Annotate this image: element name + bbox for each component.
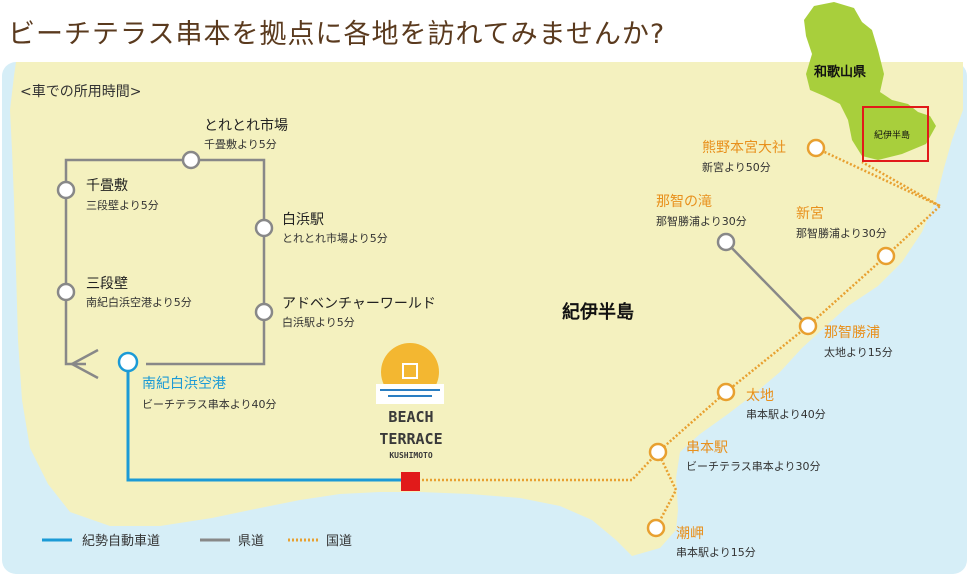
stop-kushimoto-st-time: ビーチテラス串本より30分 xyxy=(686,459,821,473)
logo-line2: TERRACE xyxy=(379,430,442,448)
stop-shirahama-marker xyxy=(254,218,274,238)
stop-senjojiki-name: 千畳敷 xyxy=(86,178,128,194)
stop-shingu-name: 新宮 xyxy=(796,206,824,222)
inset-map: 和歌山県 紀伊半島 xyxy=(804,2,936,162)
coastal-national-route xyxy=(410,146,943,482)
land-area xyxy=(10,62,963,556)
inset-prefecture-label: 和歌山県 xyxy=(814,64,866,80)
stop-shionomisaki-time: 串本駅より15分 xyxy=(676,545,756,559)
stop-taiji-time: 串本駅より40分 xyxy=(746,407,826,421)
stop-torere-name: とれとれ市場 xyxy=(204,117,288,134)
stop-airport-name: 南紀白浜空港 xyxy=(142,376,226,392)
legend-national-label: 国道 xyxy=(326,534,352,549)
inset-leader-line xyxy=(861,160,941,208)
stop-katsuura-name: 那智勝浦 xyxy=(824,325,880,341)
stop-senjojiki-marker xyxy=(56,180,76,200)
stop-kumano-marker xyxy=(806,138,826,158)
stop-shirahama-time: とれとれ市場より5分 xyxy=(282,231,388,245)
nachi-falls-branch xyxy=(725,241,809,327)
stop-shirahama-name: 白浜駅 xyxy=(282,212,324,228)
stop-sandanbeki-time: 南紀白浜空港より5分 xyxy=(86,295,192,309)
stop-adventure-marker xyxy=(254,302,274,322)
legend-expressway-label: 紀勢自動車道 xyxy=(82,534,160,549)
gray-stop-markers xyxy=(56,150,736,322)
logo-line1: BEACH xyxy=(388,408,433,426)
stop-torere-time: 千畳敷より5分 xyxy=(204,137,277,151)
stop-shionomisaki-name: 潮岬 xyxy=(676,526,704,542)
headline: ビーチテラス串本を拠点に各地を訪れてみませんか? xyxy=(8,19,666,50)
stop-katsuura-marker xyxy=(798,316,818,336)
inset-box-label: 紀伊半島 xyxy=(874,129,910,141)
stop-sandanbeki-marker xyxy=(56,282,76,302)
orange-stop-markers xyxy=(646,138,896,538)
section-title: <車での所用時間> xyxy=(20,83,141,100)
national-roads xyxy=(410,146,943,529)
stop-shionomisaki-marker xyxy=(646,518,666,538)
stop-adventure-time: 白浜駅より5分 xyxy=(282,315,355,329)
stop-nachi-falls-name: 那智の滝 xyxy=(656,194,712,210)
logo-line3: KUSHIMOTO xyxy=(389,451,433,460)
stop-airport-marker xyxy=(117,351,139,373)
stop-airport-time: ビーチテラス串本より40分 xyxy=(142,397,277,411)
loop-arrowhead xyxy=(69,348,99,380)
stop-nachi-falls-time: 那智勝浦より30分 xyxy=(656,214,747,228)
inset-highlight-box xyxy=(862,106,929,162)
stop-adventure-name: アドベンチャーワールド xyxy=(282,296,436,312)
stop-sandanbeki-name: 三段壁 xyxy=(86,276,128,292)
stop-kushimoto-st-name: 串本駅 xyxy=(686,440,728,456)
logo-sea-band xyxy=(376,384,444,404)
stop-torere-marker xyxy=(181,150,201,170)
logo-window xyxy=(402,363,418,379)
prefectural-roads xyxy=(64,158,809,380)
shirahama-loop-route xyxy=(64,158,266,366)
region-label: 紀伊半島 xyxy=(562,301,634,323)
stop-shingu-marker xyxy=(876,246,896,266)
beach-terrace-logo: BEACH TERRACE KUSHIMOTO xyxy=(376,343,444,460)
stop-kumano-time: 新宮より50分 xyxy=(702,160,771,174)
expressway-route xyxy=(126,362,410,482)
stop-taiji-name: 太地 xyxy=(746,388,774,404)
stop-katsuura-time: 太地より15分 xyxy=(824,346,893,359)
inset-prefecture-shape xyxy=(804,2,936,160)
stop-nachi-falls-marker xyxy=(716,232,736,252)
legend: 紀勢自動車道 県道 国道 xyxy=(42,534,352,549)
stop-kushimoto-st-marker xyxy=(648,442,668,462)
legend-prefectural-label: 県道 xyxy=(238,534,264,549)
stop-shingu-time: 那智勝浦より30分 xyxy=(796,226,887,240)
beach-terrace-marker xyxy=(401,472,420,491)
stop-senjojiki-time: 三段壁より5分 xyxy=(86,198,159,212)
stop-kumano-name: 熊野本宮大社 xyxy=(702,140,786,156)
stop-taiji-marker xyxy=(716,382,736,402)
